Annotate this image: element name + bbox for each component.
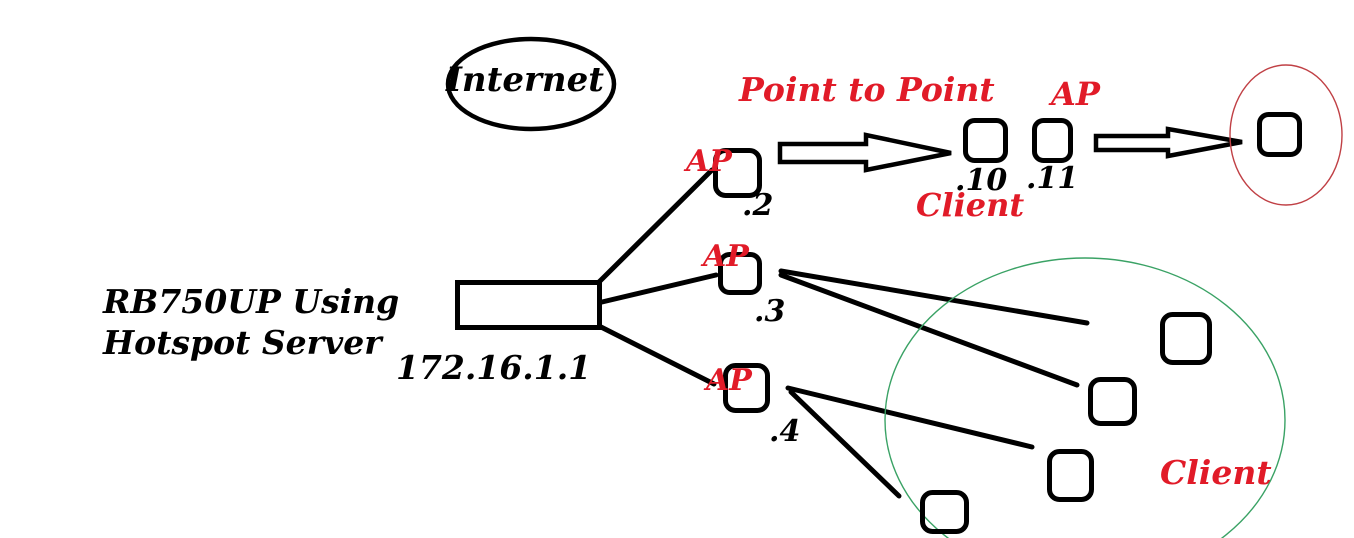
router-box (455, 280, 602, 330)
point-to-point-arrow-icon (777, 132, 952, 173)
ptp-client-label: Client (916, 186, 1025, 224)
link-router-ap2 (596, 167, 715, 285)
client-group-label: Client (1160, 453, 1272, 492)
ap3-label: AP (703, 239, 749, 274)
link-ap4-client4 (788, 389, 902, 499)
ap4-ip-label: .4 (769, 414, 801, 449)
point-to-point-label: Point to Point (739, 70, 995, 109)
ap3-node (718, 252, 762, 295)
link-ap4-client3 (785, 385, 1035, 450)
link-ap3-client1 (778, 268, 1090, 326)
internet-label: Internet (446, 60, 604, 100)
ap3-ip-label: .3 (754, 294, 786, 329)
ap-to-remote-client-arrow-icon (1093, 126, 1243, 159)
router-caption-line1: RB750UP Using (103, 282, 400, 321)
ptp-client10-ip-label: .10 (955, 163, 1008, 198)
client-node-3 (1047, 449, 1094, 502)
ptp-client10-node (963, 118, 1008, 163)
client-node-2 (1088, 377, 1137, 426)
link-router-ap4 (598, 324, 717, 387)
ptp-ap11-ip-label: .11 (1026, 161, 1079, 196)
ap2-ip-label: .2 (742, 188, 774, 223)
ap4-node (723, 363, 770, 413)
client-node-4 (920, 490, 969, 534)
remote-client-node (1257, 112, 1302, 157)
link-ap3-client2 (778, 272, 1080, 388)
ptp-ap-label: AP (1051, 75, 1100, 113)
router-caption-line2: Hotspot Server (103, 323, 382, 362)
client-node-1 (1160, 312, 1212, 365)
remote-client-ellipse (1229, 64, 1343, 206)
ap2-node (713, 148, 762, 198)
ap4-label: AP (706, 363, 752, 398)
ptp-ap11-node (1032, 118, 1073, 163)
client-group-circle (884, 257, 1286, 538)
link-router-ap3 (599, 272, 719, 305)
ap2-label: AP (686, 144, 732, 179)
router-ip-label: 172.16.1.1 (396, 348, 592, 387)
internet-ellipse (445, 36, 617, 132)
